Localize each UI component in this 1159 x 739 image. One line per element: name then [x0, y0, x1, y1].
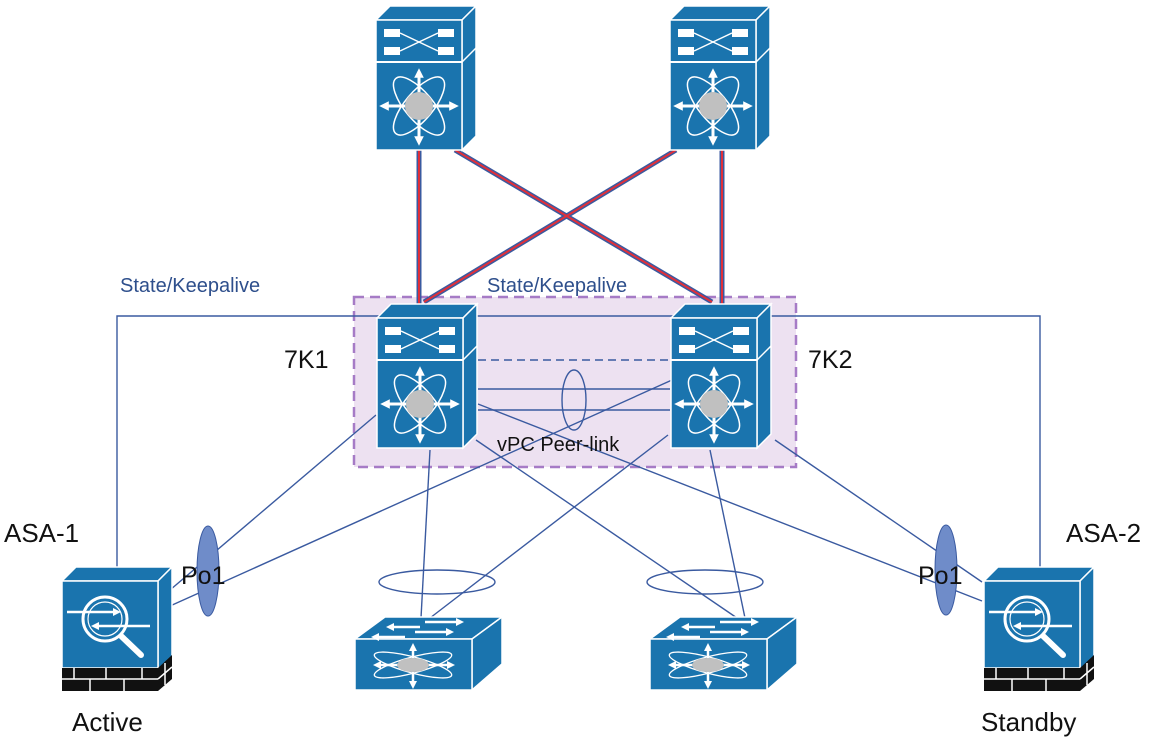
peer-link-bundle [561, 369, 587, 431]
access-bundle-left [378, 569, 496, 595]
asa-2-firewall-icon [984, 567, 1094, 691]
asa-1-label: ASA-1 [4, 518, 79, 548]
core-right-label: 7K2 [808, 346, 852, 374]
nexus-7k2-icon [671, 304, 771, 448]
po1-right-label: Po1 [918, 562, 962, 590]
po1-right-bundle [934, 524, 958, 616]
po1-left-bundle [196, 525, 220, 617]
core-switch-top-left-icon [376, 6, 476, 150]
peer-link-label: vPC Peer-link [497, 434, 620, 456]
standby-label: Standby [981, 707, 1076, 737]
asa-1-firewall-icon [62, 567, 172, 691]
po1-left-label: Po1 [181, 562, 225, 590]
core-left-label: 7K1 [284, 346, 328, 374]
uplinks [416, 147, 725, 305]
state-keepalive-label-left: State/Keepalive [120, 275, 260, 297]
asa-2-label: ASA-2 [1066, 518, 1141, 548]
keepalive-link [116, 315, 1041, 568]
access-switch-left-icon [355, 617, 502, 690]
core-switch-top-right-icon [670, 6, 770, 150]
access-bundle-right [646, 569, 764, 595]
active-label: Active [72, 707, 143, 737]
nexus-7k1-icon [377, 304, 477, 448]
state-keepalive-label-center: State/Keepalive [487, 275, 627, 297]
access-switch-right-icon [650, 617, 797, 690]
